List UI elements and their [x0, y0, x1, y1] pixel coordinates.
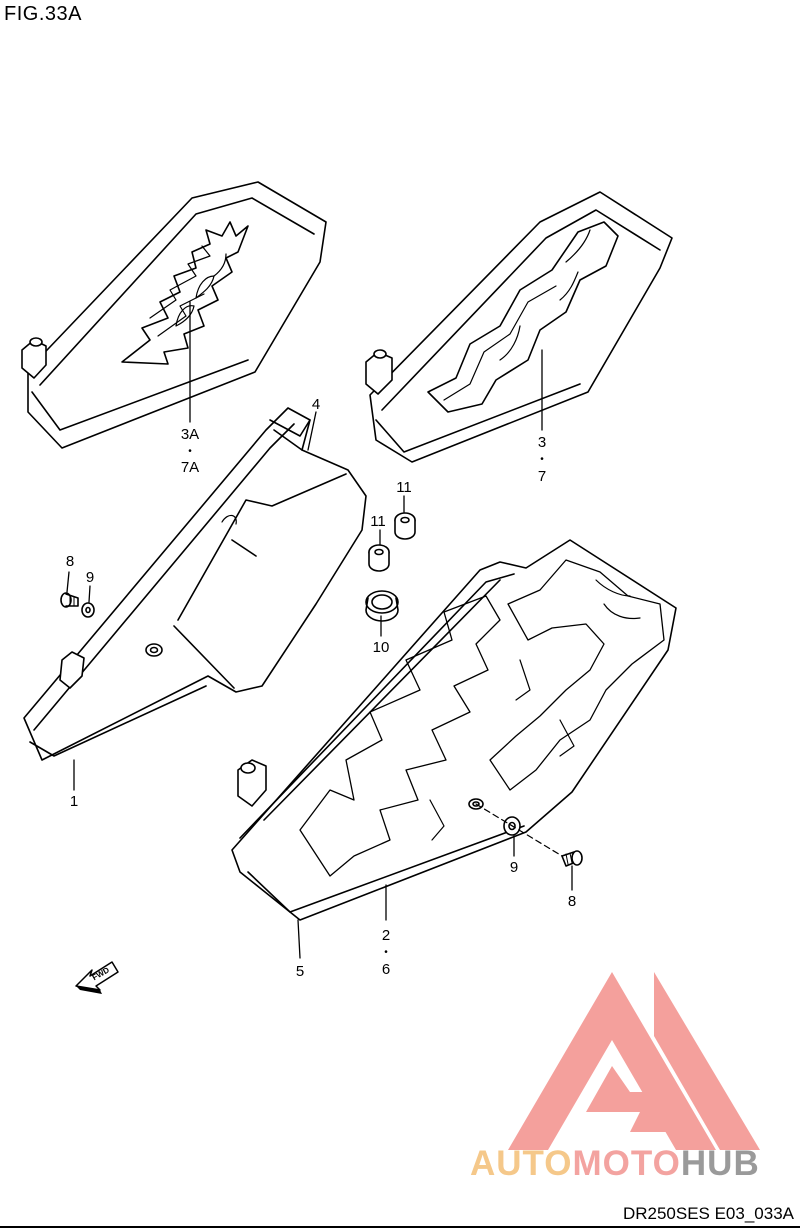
- callout-8-left: 8: [66, 553, 74, 570]
- fwd-arrow-icon: FWD: [75, 961, 119, 994]
- grommet-lower: [368, 544, 390, 572]
- figure-code: DR250SES E03_033A: [622, 1204, 794, 1223]
- watermark-auto: AUTO: [470, 1144, 573, 1183]
- bolt-left: [60, 592, 79, 608]
- washer-left: [81, 602, 95, 618]
- side-cover-lower: [231, 539, 677, 921]
- automotohub-logo-icon: [508, 972, 760, 1150]
- callout-5: 5: [296, 963, 304, 980]
- leader-lines: [66, 301, 573, 959]
- callout-9-right: 9: [510, 859, 518, 876]
- watermark-text: AUTOMOTOHUB: [470, 1144, 760, 1184]
- side-cover-left-upper: [21, 181, 327, 449]
- watermark-moto: MOTO: [572, 1144, 681, 1183]
- bottom-divider: [0, 1226, 800, 1228]
- callout-sep-3: •: [540, 454, 544, 465]
- figure-title: FIG.33A: [4, 3, 82, 25]
- watermark-hub: HUB: [680, 1144, 760, 1183]
- side-cover-right-upper: [365, 191, 673, 463]
- callout-7A: 7A: [181, 459, 199, 476]
- callout-3A: 3A: [181, 426, 199, 443]
- bolt-right: [561, 850, 583, 867]
- callout-11-upper: 11: [396, 479, 412, 496]
- rubber-collar: [365, 590, 399, 622]
- callout-sep-2: •: [384, 947, 388, 958]
- callout-1: 1: [70, 793, 78, 810]
- callout-4: 4: [312, 396, 320, 413]
- frame-cover-left: [23, 407, 367, 761]
- callout-2: 2: [382, 927, 390, 944]
- callout-sep-3A: •: [188, 446, 192, 457]
- callout-9-left: 9: [86, 569, 94, 586]
- callout-10: 10: [373, 639, 390, 656]
- callout-11-lower: 11: [370, 513, 386, 530]
- grommet-upper: [394, 512, 416, 540]
- callout-8-right: 8: [568, 893, 576, 910]
- callout-6: 6: [382, 961, 390, 978]
- callout-3: 3: [538, 434, 546, 451]
- callout-7: 7: [538, 468, 546, 485]
